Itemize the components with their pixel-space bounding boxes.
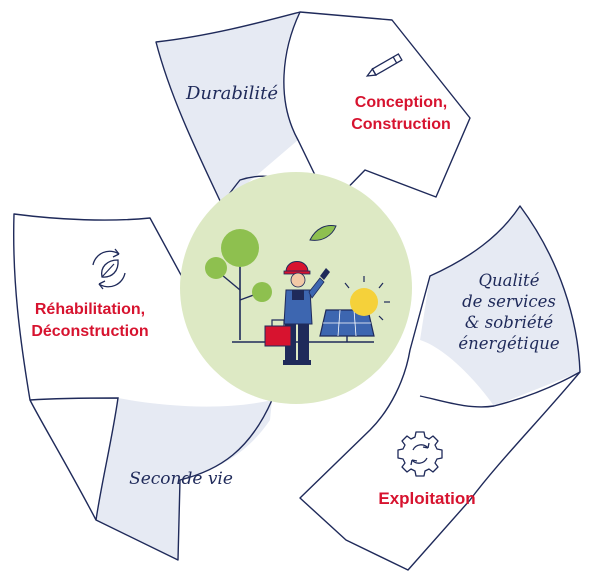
pencil-icon xyxy=(365,53,403,77)
gear-refresh-icon xyxy=(397,431,443,477)
band-right-fold xyxy=(419,371,581,408)
label-rehabilitation-line1: Réhabilitation, xyxy=(35,301,145,318)
arrow-band-top xyxy=(155,11,471,207)
center-illustration xyxy=(180,172,412,404)
arrow-band-left xyxy=(13,213,273,561)
label-durabilite: Durabilité xyxy=(185,83,278,104)
recycle-leaf-icon xyxy=(92,248,126,290)
arrow-band-right xyxy=(299,205,581,571)
label-qualite-line2: de services xyxy=(462,292,556,311)
label-rehabilitation-line2: Déconstruction xyxy=(31,323,148,340)
tree-illustration xyxy=(205,229,272,340)
label-conception-line1: Conception, xyxy=(355,94,447,111)
band-left-outline xyxy=(13,213,273,561)
band-left-fold xyxy=(29,397,119,521)
label-qualite-line1: Qualité xyxy=(479,271,540,290)
label-qualite-line3: & sobriété xyxy=(465,313,553,332)
band-right-outline xyxy=(299,205,581,571)
worker-illustration xyxy=(264,261,330,365)
band-right-light-panel xyxy=(420,206,580,406)
band-top-light-panel xyxy=(156,12,300,205)
label-seconde-vie: Seconde vie xyxy=(129,469,233,489)
label-qualite-line4: énergétique xyxy=(458,334,559,353)
label-conception-line2: Construction xyxy=(351,116,451,133)
sun-icon xyxy=(344,276,390,321)
band-top-outline xyxy=(155,11,471,207)
leaf-icon xyxy=(309,225,337,241)
label-exploitation: Exploitation xyxy=(378,489,475,508)
center-circle xyxy=(180,172,412,404)
band-left-light-panel xyxy=(96,398,272,560)
band-top-fold xyxy=(283,11,331,207)
